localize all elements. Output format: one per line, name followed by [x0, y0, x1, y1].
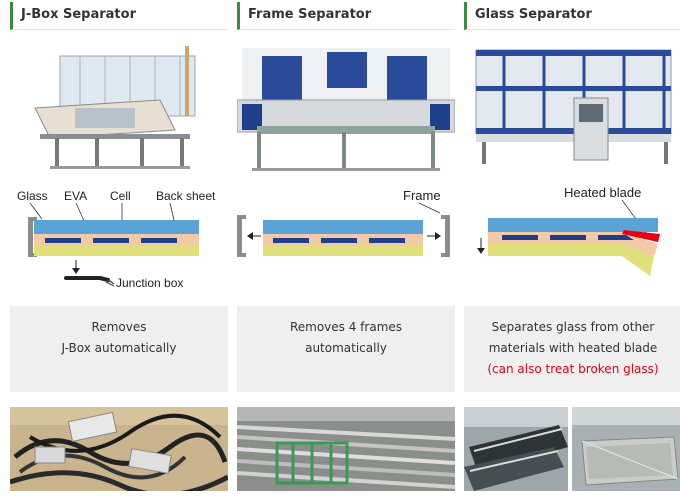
label-cell: Cell [110, 189, 131, 203]
column-frame-separator: Frame Separator Frame [237, 0, 455, 504]
description-line: J-Box automatically [61, 341, 177, 355]
jbox-machine-photo [10, 38, 228, 176]
label-eva: EVA [64, 189, 87, 203]
section-title: J-Box Separator [21, 7, 136, 22]
section-title: Glass Separator [475, 7, 592, 22]
section-header: Glass Separator [464, 2, 680, 30]
frame-machine-photo [237, 38, 455, 176]
column-jbox-separator: J-Box Separator Glass EVA Cell Back shee… [10, 0, 228, 504]
label-heated-blade: Heated blade [564, 185, 641, 200]
description-box: Removes J-Box automatically [10, 306, 228, 392]
description-box: Removes 4 frames automatically [237, 306, 455, 392]
description-line: Removes [91, 320, 147, 334]
label-frame: Frame [403, 188, 441, 203]
glass-diagram: Heated blade [464, 182, 680, 294]
description-box: Separates glass from other materials wit… [464, 306, 680, 392]
description-line: automatically [305, 341, 387, 355]
glass-machine-photo [464, 38, 680, 176]
description-line: Removes 4 frames [289, 320, 403, 334]
separated-glass-photo [464, 407, 680, 491]
section-header: Frame Separator [237, 2, 455, 30]
jbox-diagram: Glass EVA Cell Back sheet Junction box [10, 182, 228, 294]
column-glass-separator: Glass Separator Heated blade [464, 0, 680, 504]
description-line: materials with heated blade [488, 341, 658, 355]
section-title: Frame Separator [248, 7, 372, 22]
description-line: Separates glass from other [491, 320, 655, 334]
description-note: (can also treat broken glass) [487, 362, 659, 376]
label-junction-box: Junction box [116, 276, 183, 290]
label-back-sheet: Back sheet [156, 189, 216, 203]
frame-diagram: Frame [237, 182, 455, 294]
removed-frames-photo [237, 407, 455, 491]
removed-junction-boxes-photo [10, 407, 228, 491]
label-glass: Glass [17, 189, 48, 203]
section-header: J-Box Separator [10, 2, 228, 30]
